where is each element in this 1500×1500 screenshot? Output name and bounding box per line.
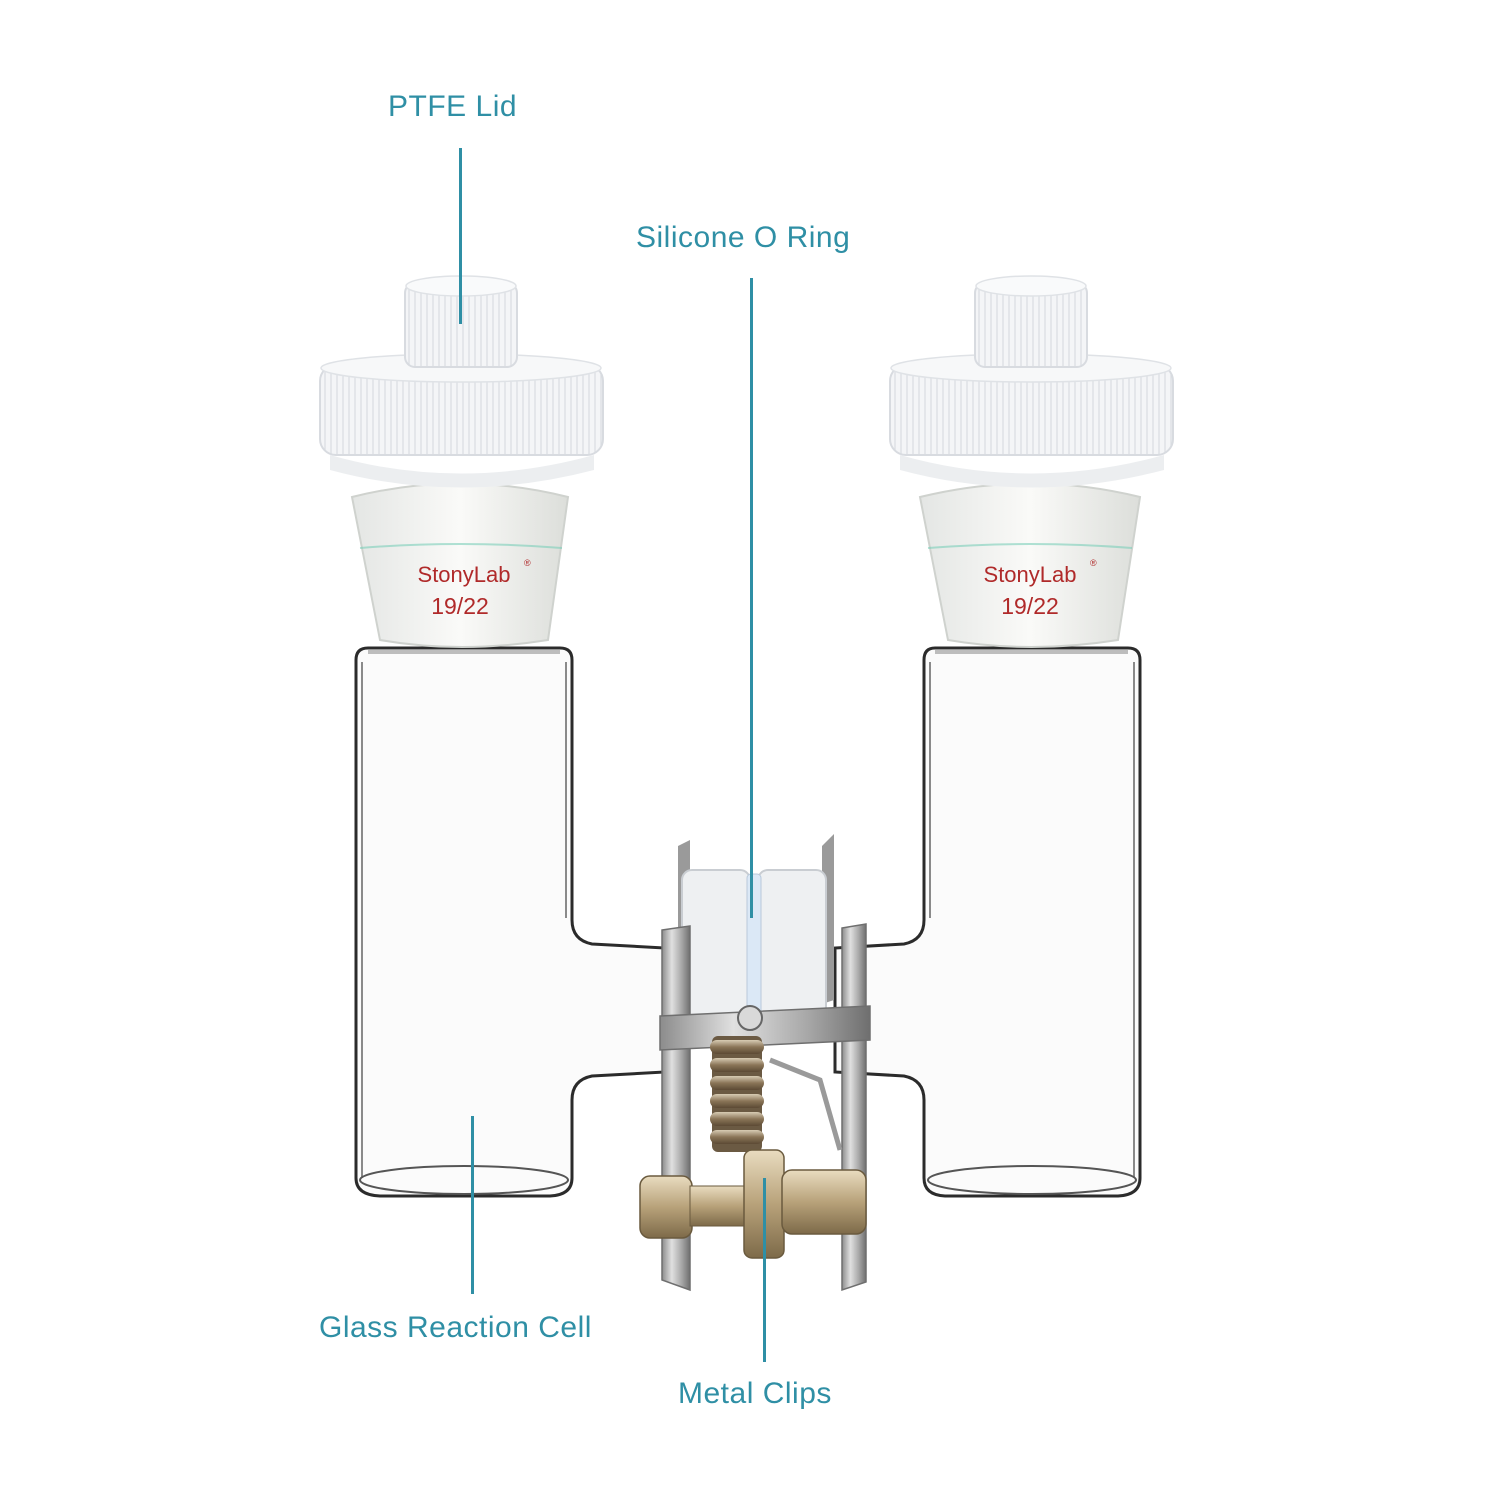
- left-flange: [681, 869, 751, 1021]
- metal-clips-leader-line: [763, 1178, 766, 1362]
- left-stopper-size: 19/22: [431, 593, 489, 619]
- glass-cell-leader-line: [471, 1116, 474, 1294]
- right-stopper-size: 19/22: [1001, 593, 1059, 619]
- glass-reaction-cell-label: Glass Reaction Cell: [319, 1311, 592, 1344]
- right-stopper-reg-mark: ®: [1090, 558, 1097, 568]
- ptfe-lid-label: PTFE Lid: [388, 90, 518, 123]
- left-stopper-reg-mark: ®: [524, 558, 531, 568]
- right-flange: [757, 869, 827, 1021]
- ptfe-lid-leader-line: [459, 148, 462, 324]
- clip-screw-head-left: [639, 1175, 693, 1239]
- left-reaction-cell: StonyLab ® 19/22: [319, 275, 667, 1198]
- right-reaction-cell: StonyLab ® 19/22: [833, 275, 1174, 1198]
- right-glass-body: [833, 646, 1142, 1198]
- metal-clip-assembly: [639, 834, 871, 1292]
- o-ring-leader-line: [750, 278, 753, 918]
- right-stopper-brand: StonyLab: [984, 562, 1077, 587]
- clip-screw-barrel-right: [781, 1169, 867, 1235]
- left-stopper-brand: StonyLab: [418, 562, 511, 587]
- clip-spring: [710, 1036, 764, 1152]
- clip-screw-thread: [689, 1185, 751, 1227]
- silicone-o-ring-label: Silicone O Ring: [636, 221, 851, 254]
- left-glass-body: [354, 646, 667, 1198]
- metal-clips-label: Metal Clips: [678, 1377, 832, 1410]
